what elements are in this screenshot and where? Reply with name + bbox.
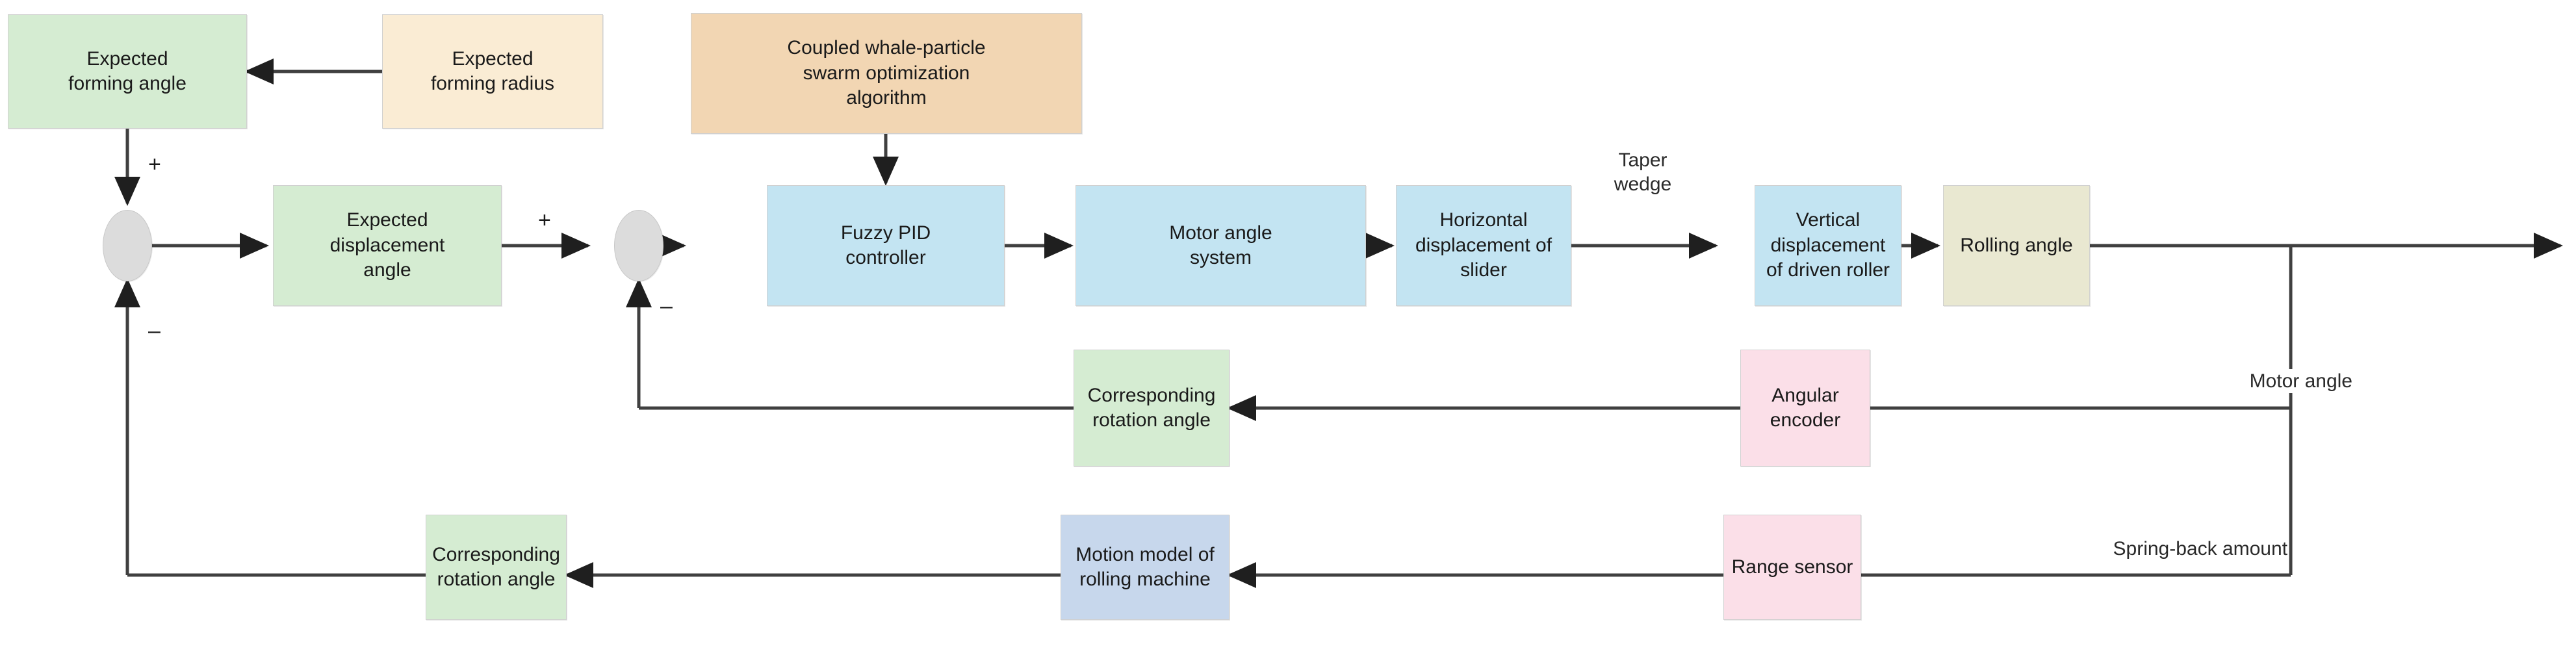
block-label: Corresponding rotation angle bbox=[432, 543, 560, 590]
block-expected-displacement-angle[interactable]: Expected displacement angle bbox=[273, 185, 502, 306]
block-label: Motor angle system bbox=[1169, 222, 1272, 268]
block-optimization-algorithm[interactable]: Coupled whale-particle swarm optimizatio… bbox=[691, 13, 1082, 134]
edge-label-motor-angle: Motor angle bbox=[2190, 369, 2352, 394]
block-fuzzy-pid-controller[interactable]: Fuzzy PID controller bbox=[767, 185, 1005, 306]
block-horizontal-displacement-slider[interactable]: Horizontal displacement of slider bbox=[1396, 185, 1571, 306]
block-motor-angle-system[interactable]: Motor angle system bbox=[1075, 185, 1366, 306]
block-corresponding-rotation-angle-upper[interactable]: Corresponding rotation angle bbox=[1074, 350, 1230, 467]
block-label: Expected displacement angle bbox=[329, 209, 445, 281]
block-rolling-angle[interactable]: Rolling angle bbox=[1943, 185, 2090, 306]
block-corresponding-rotation-angle-lower[interactable]: Corresponding rotation angle bbox=[426, 515, 567, 620]
block-label: Motion model of rolling machine bbox=[1075, 543, 1215, 590]
block-label: Expected forming angle bbox=[68, 47, 187, 94]
block-label: Corresponding rotation angle bbox=[1087, 384, 1216, 431]
edge-label-spring-back-amount: Spring-back amount bbox=[2078, 537, 2287, 561]
block-label: Angular encoder bbox=[1770, 384, 1841, 431]
block-label: Vertical displacement of driven roller bbox=[1766, 209, 1890, 281]
block-label: Coupled whale-particle swarm optimizatio… bbox=[787, 37, 986, 109]
block-vertical-displacement-driven-roller[interactable]: Vertical displacement of driven roller bbox=[1755, 185, 1901, 306]
edge-label-taper-wedge: Taper wedge bbox=[1575, 148, 1710, 197]
block-expected-forming-radius[interactable]: Expected forming radius bbox=[382, 14, 603, 129]
summing-junction-1[interactable] bbox=[103, 210, 152, 281]
block-expected-forming-angle[interactable]: Expected forming angle bbox=[8, 14, 247, 129]
block-label: Expected forming radius bbox=[430, 47, 555, 94]
block-angular-encoder[interactable]: Angular encoder bbox=[1740, 350, 1870, 467]
summing-junction-2-plus-sign: + bbox=[538, 208, 551, 233]
block-motion-model-rolling-machine[interactable]: Motion model of rolling machine bbox=[1061, 515, 1230, 620]
block-label: Horizontal displacement of slider bbox=[1415, 209, 1552, 281]
summing-junction-1-minus-sign: – bbox=[148, 318, 161, 343]
block-label: Range sensor bbox=[1731, 556, 1853, 578]
summing-junction-2[interactable] bbox=[614, 210, 663, 281]
summing-junction-1-plus-sign: + bbox=[148, 152, 161, 177]
summing-junction-2-minus-sign: – bbox=[660, 294, 673, 318]
block-range-sensor[interactable]: Range sensor bbox=[1723, 515, 1861, 620]
block-label: Rolling angle bbox=[1960, 234, 2073, 256]
block-label: Fuzzy PID controller bbox=[840, 222, 931, 268]
